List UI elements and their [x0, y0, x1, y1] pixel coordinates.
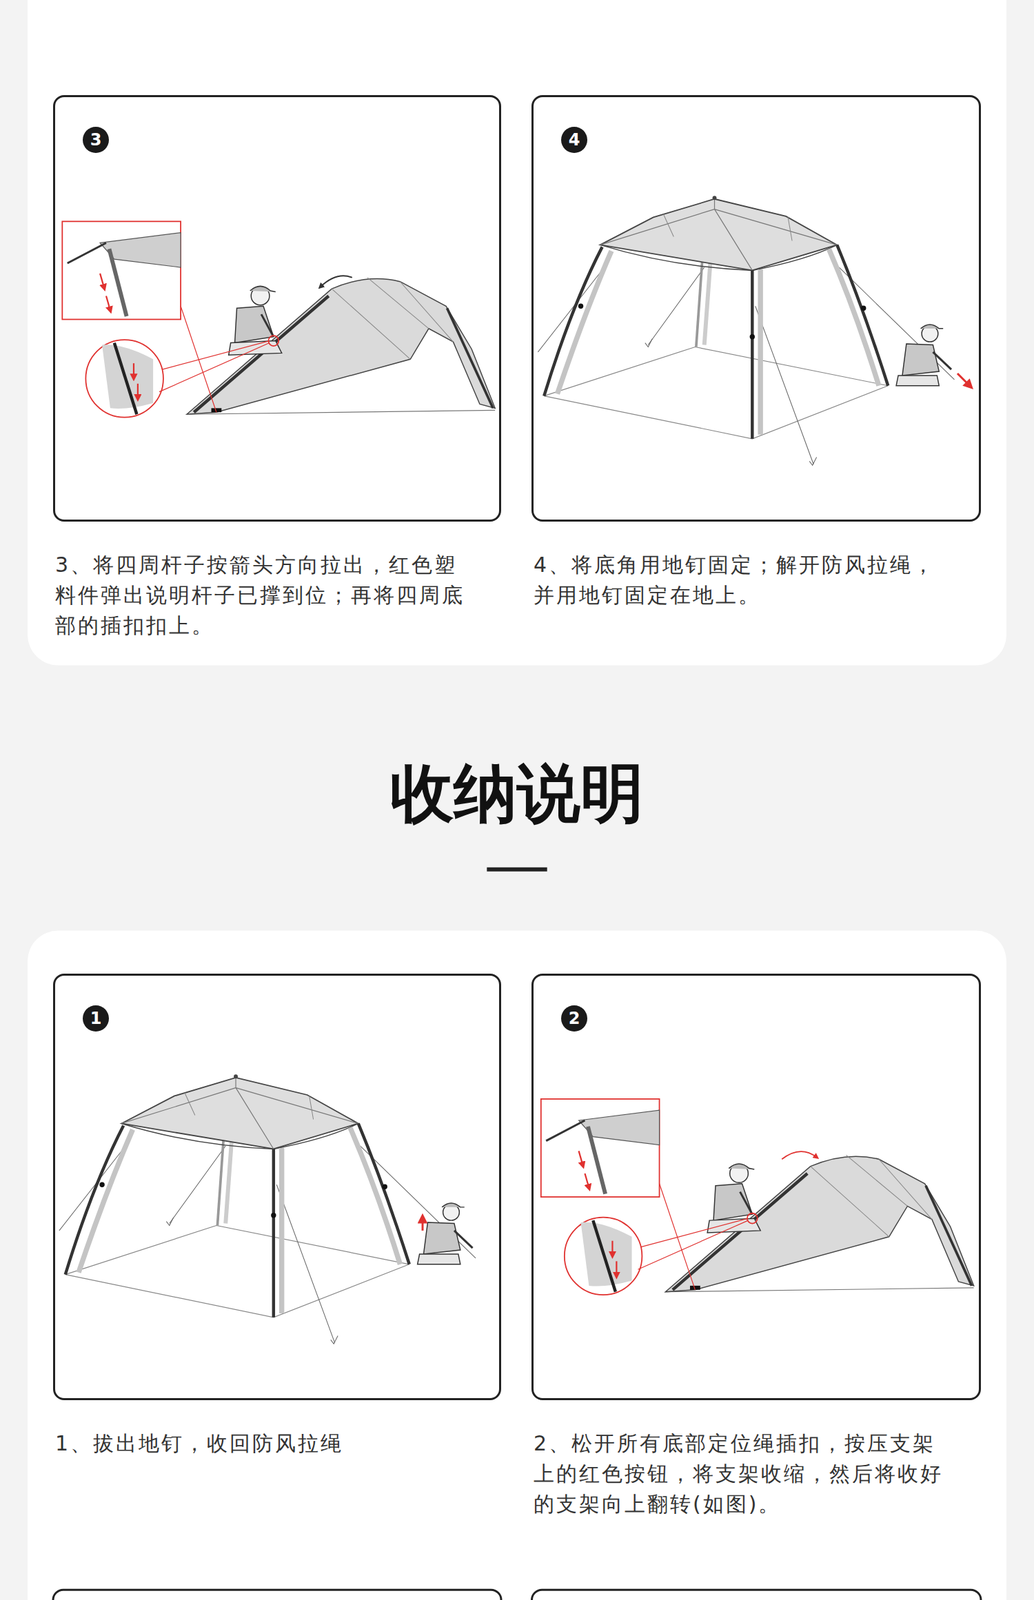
- card: [27, 931, 1007, 1600]
- step-panel: 4、将底角用地钉固定；解开防风拉绳，并用地钉固定在地上。4: [531, 95, 981, 522]
- step-number: 1: [82, 1005, 109, 1032]
- panel-partial: [531, 1590, 981, 1600]
- step-illustration: [541, 1099, 975, 1296]
- step-number: 2: [561, 1005, 588, 1032]
- step-illustration: [537, 195, 955, 466]
- title-underline: [486, 867, 547, 873]
- red-arrow: [957, 373, 970, 387]
- step-caption: 1、拔出地钉，收回防风拉绳: [55, 1428, 480, 1460]
- step-caption: 2、松开所有底部定位绳插扣，按压支架上的红色按钮，将支架收缩，然后将收好的支架向…: [533, 1428, 958, 1520]
- red-arrow: [421, 1218, 424, 1232]
- callout-number: 3: [90, 131, 103, 149]
- section-title: 收纳说明: [0, 756, 1034, 833]
- step-illustration: [59, 1074, 476, 1345]
- step-panel: 2、松开所有底部定位绳插扣，按压支架上的红色按钮，将支架收缩，然后将收好的支架向…: [531, 974, 981, 1401]
- panel-partial: [53, 1590, 502, 1600]
- callout-number: 1: [90, 1010, 103, 1028]
- step-panel: 3、将四周杆子按箭头方向拉出，红色塑料件弹出说明杆子已撑到位；再将四周底部的插扣…: [53, 95, 502, 522]
- step-panel: 1、拔出地钉，收回防风拉绳1: [53, 974, 502, 1401]
- card: [27, 0, 1007, 666]
- motion-arrow: [320, 275, 353, 287]
- step-illustration: [62, 221, 495, 418]
- step-caption: 4、将底角用地钉固定；解开防风拉绳，并用地钉固定在地上。: [533, 550, 958, 611]
- callout-number: 4: [568, 131, 581, 149]
- step-caption: 3、将四周杆子按箭头方向拉出，红色塑料件弹出说明杆子已撑到位；再将四周底部的插扣…: [55, 550, 480, 642]
- step-number: 3: [82, 126, 109, 154]
- step-number: 4: [561, 126, 588, 154]
- callout-number: 2: [568, 1010, 581, 1028]
- motion-arrow: [781, 1151, 817, 1160]
